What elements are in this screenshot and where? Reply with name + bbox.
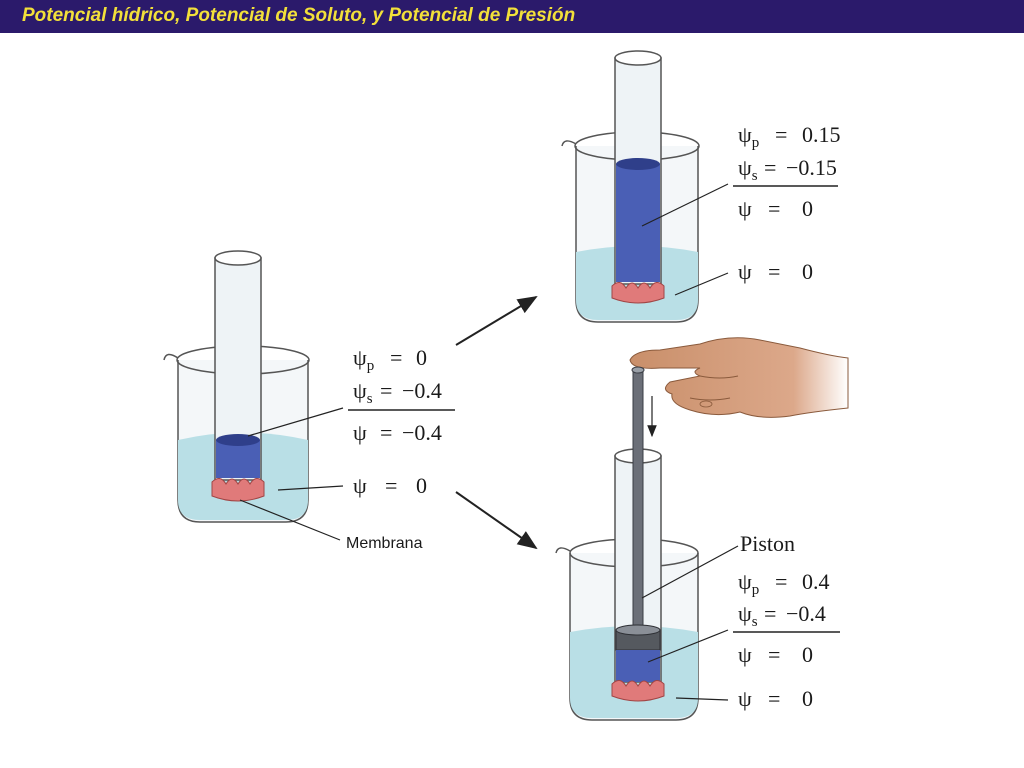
bottom-right-labels: Piston ψp = 0.4 ψs = −0.4 ψ = 0 ψ = 0 bbox=[641, 531, 840, 711]
slide-title: Potencial hídrico, Potencial de Soluto, … bbox=[22, 5, 576, 26]
bottom-psi-s-symbol: ψs bbox=[738, 601, 758, 630]
top-psi-tube-equals: = bbox=[768, 196, 780, 221]
left-psi-water-equals: = bbox=[385, 473, 397, 498]
top-right-beaker bbox=[561, 50, 700, 323]
left-psi-water-symbol: ψ bbox=[353, 473, 367, 498]
membrane-pointer bbox=[239, 499, 341, 541]
left-psi-s-symbol: ψs bbox=[353, 378, 373, 407]
left-tube-pointer bbox=[247, 407, 344, 437]
bottom-water-pointer bbox=[675, 697, 729, 701]
bottom-psi-s-value: −0.4 bbox=[786, 601, 826, 626]
top-psi-p-value: 0.15 bbox=[802, 122, 841, 147]
bottom-psi-water-symbol: ψ bbox=[738, 686, 752, 711]
top-psi-s-symbol: ψs bbox=[738, 155, 758, 184]
left-psi-s-value: −0.4 bbox=[402, 378, 442, 403]
top-psi-water-symbol: ψ bbox=[738, 259, 752, 284]
solution bbox=[216, 440, 260, 478]
membrane bbox=[211, 478, 265, 502]
membrane-label: Membrana bbox=[346, 535, 423, 552]
top-psi-p-equals: = bbox=[775, 122, 787, 147]
left-psi-p-equals: = bbox=[390, 345, 402, 370]
top-psi-p-symbol: ψp bbox=[738, 122, 759, 151]
piston-label: Piston bbox=[740, 531, 795, 556]
bottom-psi-p-symbol: ψp bbox=[738, 569, 759, 598]
left-psi-tube-value: −0.4 bbox=[402, 420, 442, 445]
arrow-up bbox=[455, 295, 538, 346]
left-psi-tube-symbol: ψ bbox=[353, 420, 367, 445]
top-psi-water-equals: = bbox=[768, 259, 780, 284]
top-tube-pointer bbox=[641, 183, 729, 227]
top-psi-water-value: 0 bbox=[802, 259, 813, 284]
piston-pointer bbox=[641, 545, 739, 599]
bottom-psi-p-value: 0.4 bbox=[802, 569, 830, 594]
top-psi-tube-value: 0 bbox=[802, 196, 813, 221]
top-psi-tube-symbol: ψ bbox=[738, 196, 752, 221]
title-bar bbox=[0, 0, 1024, 33]
membrane bbox=[611, 282, 665, 304]
left-psi-s-equals: = bbox=[380, 378, 392, 403]
top-water-pointer bbox=[674, 272, 729, 296]
left-beaker bbox=[163, 250, 310, 523]
hand-illustration bbox=[629, 337, 849, 418]
top-right-labels: ψp = 0.15 ψs = −0.15 ψ = 0 ψ = 0 bbox=[641, 122, 841, 296]
bottom-psi-tube-equals: = bbox=[768, 642, 780, 667]
left-psi-water-value: 0 bbox=[416, 473, 427, 498]
membrane bbox=[611, 680, 665, 702]
solution bbox=[616, 650, 660, 682]
left-water-pointer bbox=[277, 485, 344, 491]
arrow-down bbox=[455, 491, 538, 550]
left-psi-p-symbol: ψp bbox=[353, 345, 374, 374]
solution bbox=[616, 164, 660, 282]
bottom-psi-water-value: 0 bbox=[802, 686, 813, 711]
bottom-psi-p-equals: = bbox=[775, 569, 787, 594]
left-psi-p-value: 0 bbox=[416, 345, 427, 370]
left-labels: ψp = 0 ψs = −0.4 ψ = −0.4 ψ = 0 Membrana bbox=[239, 345, 455, 552]
left-psi-tube-equals: = bbox=[380, 420, 392, 445]
bottom-tube-pointer bbox=[647, 629, 729, 663]
bottom-psi-water-equals: = bbox=[768, 686, 780, 711]
bottom-right-beaker bbox=[555, 366, 699, 721]
bottom-psi-tube-value: 0 bbox=[802, 642, 813, 667]
bottom-psi-s-equals: = bbox=[764, 601, 776, 626]
bottom-psi-tube-symbol: ψ bbox=[738, 642, 752, 667]
piston-rod bbox=[632, 369, 644, 633]
top-psi-s-equals: = bbox=[764, 155, 776, 180]
top-psi-s-value: −0.15 bbox=[786, 155, 837, 180]
